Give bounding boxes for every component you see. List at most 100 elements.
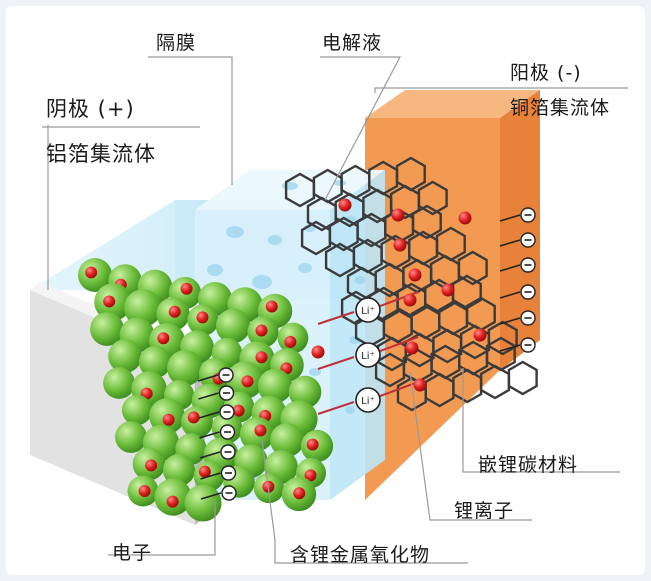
lithium-ion: Li⁺ bbox=[317, 381, 419, 415]
electron-icon bbox=[198, 385, 235, 401]
metal-oxide-sphere bbox=[184, 484, 222, 522]
lithium-atom bbox=[255, 324, 268, 337]
lithium-atom bbox=[255, 351, 268, 364]
graphite-hexagon bbox=[411, 204, 442, 240]
label-separator: 隔膜 bbox=[156, 32, 197, 54]
graphite-hexagon bbox=[417, 180, 448, 216]
svg-text:Li⁺: Li⁺ bbox=[361, 306, 375, 317]
lithium-atom bbox=[391, 208, 405, 222]
lithium-atom bbox=[403, 293, 417, 307]
lithium-atom bbox=[304, 469, 317, 482]
metal-oxide-sphere bbox=[167, 350, 203, 386]
electron-icon bbox=[200, 485, 237, 501]
graphite-hexagon bbox=[382, 308, 413, 344]
lithium-atom bbox=[85, 266, 98, 279]
lithium-atom bbox=[103, 295, 116, 308]
graphite-hexagon bbox=[485, 336, 516, 372]
graphite-hexagon bbox=[395, 156, 426, 192]
electron-icon bbox=[499, 207, 536, 223]
leader-anode bbox=[374, 87, 628, 93]
graphite-hexagon bbox=[312, 168, 343, 204]
label-anode-collector: 铜箔集流体 bbox=[510, 97, 611, 119]
leader-electrolyte bbox=[320, 56, 401, 201]
copper-foil-face bbox=[500, 90, 540, 370]
lithium-atom bbox=[168, 305, 181, 318]
lithium-atom bbox=[413, 378, 427, 392]
graphite-hexagon bbox=[324, 242, 356, 278]
graphite-hexagon bbox=[368, 160, 399, 196]
metal-oxide-sphere bbox=[103, 367, 135, 399]
leader-intercalation bbox=[462, 368, 620, 473]
lithium-ion-tracks: Li⁺ Li⁺ Li⁺ bbox=[317, 291, 419, 415]
metal-oxide-sphere bbox=[162, 453, 196, 487]
electron-icon bbox=[499, 284, 536, 300]
electron-icon bbox=[197, 367, 234, 383]
anode-electrons bbox=[499, 207, 536, 353]
lithium-atom bbox=[306, 438, 319, 451]
label-lithium-ion: 锂离子 bbox=[454, 500, 515, 522]
leader-electron bbox=[108, 500, 216, 556]
lithium-atom bbox=[293, 487, 306, 500]
leader-separator bbox=[148, 56, 233, 185]
metal-oxide-sphere bbox=[115, 421, 147, 453]
label-intercalation-material: 嵌锂碳材料 bbox=[478, 454, 579, 476]
lithium-atom bbox=[145, 459, 158, 472]
cathode-electrons bbox=[197, 367, 237, 501]
graphite-hexagon bbox=[424, 278, 455, 314]
lithium-atom bbox=[338, 198, 352, 212]
electron-icon bbox=[199, 444, 236, 460]
graphite-hexagon bbox=[408, 230, 439, 266]
graphite-hexagon bbox=[284, 172, 316, 208]
metal-oxide-sphere bbox=[90, 312, 124, 346]
lithium-atom bbox=[441, 283, 455, 297]
lithium-atom bbox=[187, 411, 200, 424]
graphite-hexagon bbox=[465, 296, 496, 332]
electron-icon bbox=[499, 337, 536, 353]
graphite-hexagon bbox=[356, 212, 387, 248]
lithium-atom bbox=[284, 335, 297, 348]
lithium-atom bbox=[166, 495, 179, 508]
leader-metal-oxide bbox=[261, 439, 468, 564]
graphite-hexagon bbox=[374, 352, 406, 388]
graphite-hexagon bbox=[352, 238, 383, 274]
graphite-hexagon bbox=[452, 368, 483, 404]
lithium-atom bbox=[254, 424, 267, 437]
lithium-atom bbox=[393, 238, 407, 252]
lithium-atom bbox=[196, 311, 209, 324]
label-electrolyte: 电解液 bbox=[322, 32, 383, 54]
svg-text:Li⁺: Li⁺ bbox=[361, 396, 375, 407]
copper-foil-top bbox=[365, 90, 540, 118]
graphite-hexagon bbox=[396, 282, 427, 318]
lithium-ion: Li⁺ bbox=[317, 336, 419, 370]
graphite-hexagon bbox=[479, 364, 511, 400]
lithium-atom bbox=[198, 465, 211, 478]
separator-side bbox=[330, 170, 385, 500]
leader-lithium-ion bbox=[409, 371, 532, 521]
lithium-atom bbox=[265, 300, 278, 313]
lithium-atom bbox=[311, 345, 325, 359]
metal-oxide-sphere bbox=[270, 423, 304, 457]
lithium-atom bbox=[138, 484, 151, 497]
svg-text:Li⁺: Li⁺ bbox=[361, 351, 375, 362]
lithium-atom bbox=[473, 328, 487, 342]
graphite-hexagon bbox=[396, 376, 427, 412]
label-cathode-collector: 铝箔集流体 bbox=[46, 142, 156, 166]
lithium-atom bbox=[241, 375, 254, 388]
leader-lines bbox=[42, 56, 628, 564]
metal-oxide-sphere bbox=[121, 394, 153, 426]
graphite-hexagon bbox=[328, 216, 359, 252]
lithium-atom bbox=[458, 211, 472, 225]
label-anode-title: 阳极 (-) bbox=[510, 62, 582, 84]
label-cathode-title: 阴极 (+) bbox=[46, 97, 135, 121]
lithium-atom bbox=[408, 268, 422, 282]
electron-icon bbox=[499, 257, 536, 273]
graphite-hexagon bbox=[458, 340, 489, 376]
electron-icon bbox=[200, 465, 237, 481]
graphite-hexagon bbox=[438, 300, 469, 336]
label-electron: 电子 bbox=[112, 542, 153, 564]
graphite-hexagon bbox=[451, 274, 482, 310]
graphite-hexagon bbox=[380, 234, 411, 270]
graphite-hexagon bbox=[457, 250, 488, 286]
intercalated-lithium bbox=[311, 198, 487, 392]
